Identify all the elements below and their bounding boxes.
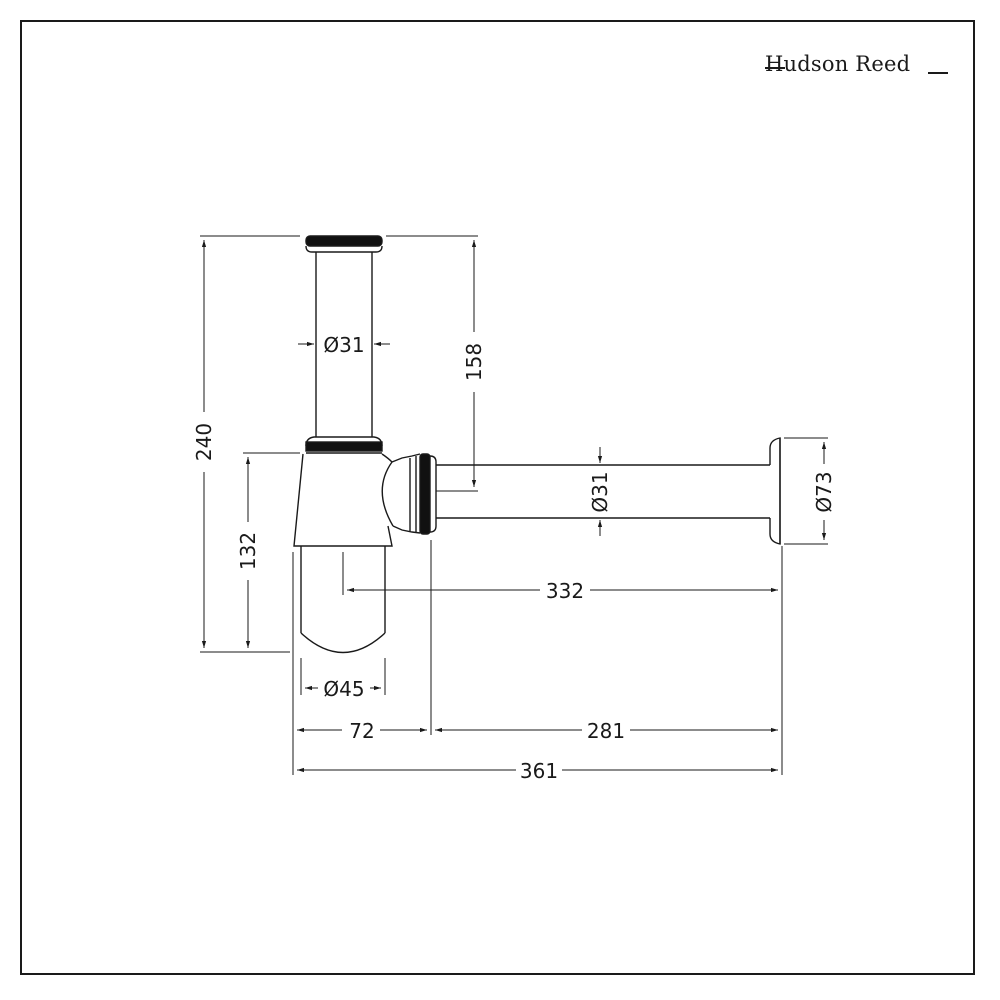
dim-bottle-center-to-wall: 332 — [546, 579, 584, 603]
brand-underline-right — [928, 72, 948, 74]
dim-total-width: 361 — [520, 759, 558, 783]
dim-outlet-pipe-diameter: Ø31 — [588, 471, 612, 512]
dim-bottle-diameter: Ø45 — [323, 677, 364, 701]
dimension-lines — [200, 235, 828, 775]
brand-underline-left — [765, 67, 785, 69]
bottle-trap-outline — [293, 235, 781, 654]
brand-logo: Hudson Reed — [765, 52, 911, 76]
dim-outlet-length: 281 — [587, 719, 625, 743]
dim-top-pipe-diameter: Ø31 — [323, 333, 364, 357]
dim-bottle-height: 132 — [236, 532, 260, 570]
dim-inlet-to-outlet-height: 158 — [462, 343, 486, 381]
dim-total-height: 240 — [192, 423, 216, 461]
dim-wall-flange-diameter: Ø73 — [812, 471, 836, 512]
dim-bottle-width-offset: 72 — [349, 719, 374, 743]
drawing-frame — [20, 20, 975, 975]
